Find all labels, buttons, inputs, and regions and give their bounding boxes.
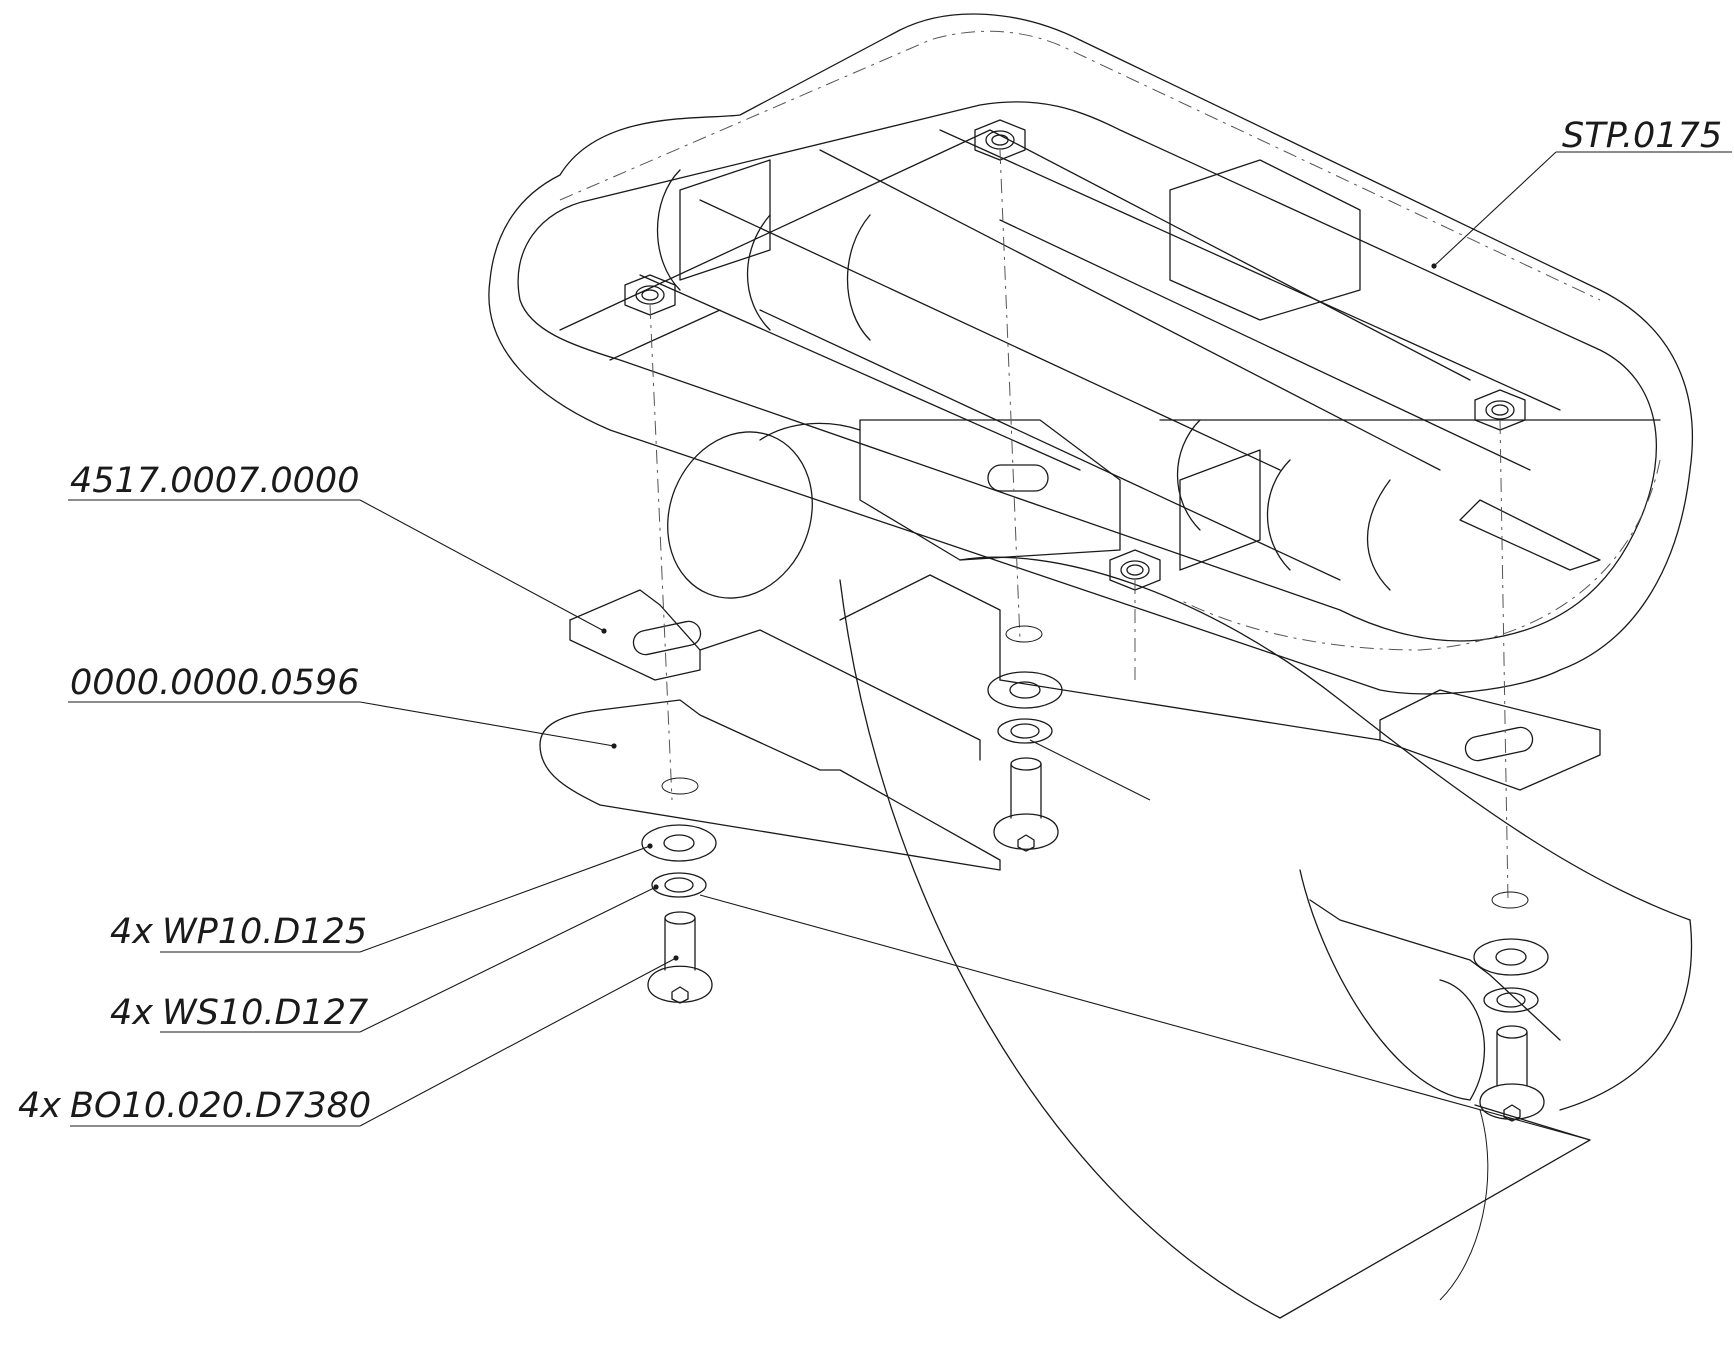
centerlines (649, 149, 1509, 901)
label-bolt-qty: 4x (18, 1086, 61, 1126)
callout-bracket: 4517.0007.0000 (68, 461, 607, 634)
callout-bolt: 4x BO10.020.D7380 (18, 955, 679, 1127)
insert-nut-3 (1474, 389, 1526, 431)
plate (539, 699, 1561, 1041)
label-stp: STP.0175 (1562, 116, 1722, 156)
label-bracket: 4517.0007.0000 (70, 461, 359, 501)
fastener-stack-1 (641, 777, 717, 1004)
end-cap (667, 422, 861, 599)
label-washer-plain: WP10.D125 (162, 912, 367, 952)
label-bolt: BO10.020.D7380 (70, 1086, 371, 1126)
bracket (569, 574, 1601, 791)
label-washer-spring: WS10.D127 (162, 993, 368, 1033)
fastener-stack-2 (987, 625, 1063, 852)
callout-washer-spring: 4x WS10.D127 (110, 884, 659, 1033)
callout-washer-plain: 4x WP10.D125 (110, 843, 653, 953)
fastener-stack-3 (1473, 891, 1549, 1122)
insert-nut-2 (974, 119, 1026, 161)
insert-nut-4 (1109, 549, 1161, 591)
label-washer-spring-qty: 4x (110, 993, 153, 1033)
label-washer-plain-qty: 4x (110, 912, 153, 952)
callout-plate: 0000.0000.0596 (68, 663, 617, 749)
leader-spring-washer-assembly (699, 739, 1591, 1141)
callout-stp: STP.0175 (1431, 116, 1732, 269)
insert-nut-1 (624, 274, 676, 316)
label-plate: 0000.0000.0596 (70, 663, 359, 703)
housing-stp (488, 13, 1693, 695)
tube-body (839, 556, 1693, 1319)
